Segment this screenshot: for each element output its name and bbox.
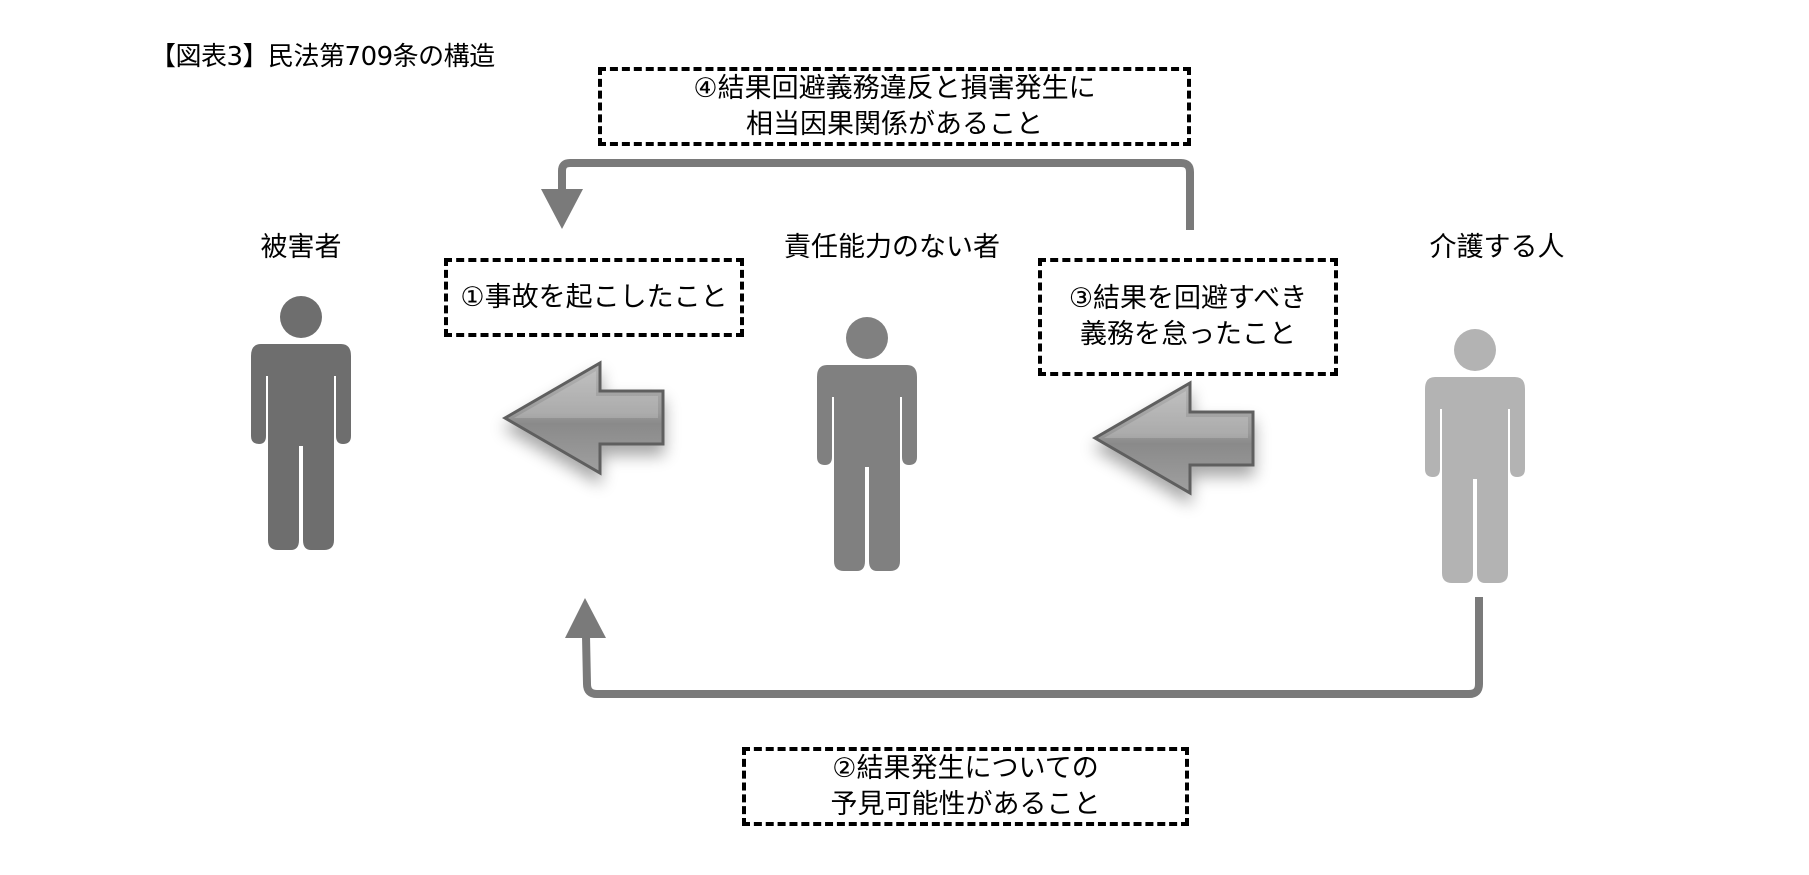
arrow-highlight: [1104, 391, 1248, 438]
block-arrow-accident: [502, 360, 665, 476]
person-icon-incapable-person: [817, 317, 917, 571]
foreseeability-connector: [565, 597, 1483, 698]
person-legs: [1442, 475, 1508, 583]
person-torso: [251, 344, 351, 444]
causation-arrowhead: [541, 189, 583, 229]
box-duty-breach-line-1: ③結果を回避すべき: [1068, 283, 1308, 314]
arrow-highlight: [514, 371, 658, 418]
label-victim: 被害者: [260, 232, 342, 263]
figure-title: 【図表3】民法第709条の構造: [150, 42, 495, 72]
label-incapable-person: 責任能力のない者: [784, 232, 1000, 263]
block-arrow-duty: [1092, 380, 1255, 496]
box-causation: ④結果回避義務違反と損害発生に 相当因果関係があること: [598, 67, 1191, 146]
person-head: [846, 317, 888, 359]
box-accident-line-1: ①事故を起こしたこと: [460, 281, 728, 313]
person-legs: [834, 463, 900, 571]
box-foreseeability-line-1: ②結果発生についての: [832, 752, 1099, 784]
person-icon-caregiver: [1425, 329, 1525, 583]
person-head: [280, 296, 322, 338]
box-accident: ①事故を起こしたこと: [444, 258, 744, 337]
person-icon-victim: [251, 296, 351, 550]
box-causation-line-2: 相当因果関係があること: [746, 108, 1043, 140]
causation-connector-line: [558, 159, 1194, 230]
person-torso: [817, 365, 917, 465]
person-head: [1454, 329, 1496, 371]
box-duty-breach-line-2: 義務を怠ったこと: [1080, 319, 1296, 350]
foreseeability-connector-line: [582, 597, 1483, 698]
foreseeability-arrowhead: [565, 598, 606, 638]
box-duty-breach: ③結果を回避すべき 義務を怠ったこと: [1038, 258, 1338, 376]
box-causation-line-1: ④結果回避義務違反と損害発生に: [693, 72, 1096, 104]
box-foreseeability: ②結果発生についての 予見可能性があること: [742, 747, 1189, 826]
person-legs: [268, 442, 334, 550]
causation-connector: [541, 159, 1194, 230]
person-torso: [1425, 377, 1525, 477]
box-foreseeability-line-2: 予見可能性があること: [830, 788, 1101, 820]
label-caregiver: 介護する人: [1429, 232, 1565, 263]
